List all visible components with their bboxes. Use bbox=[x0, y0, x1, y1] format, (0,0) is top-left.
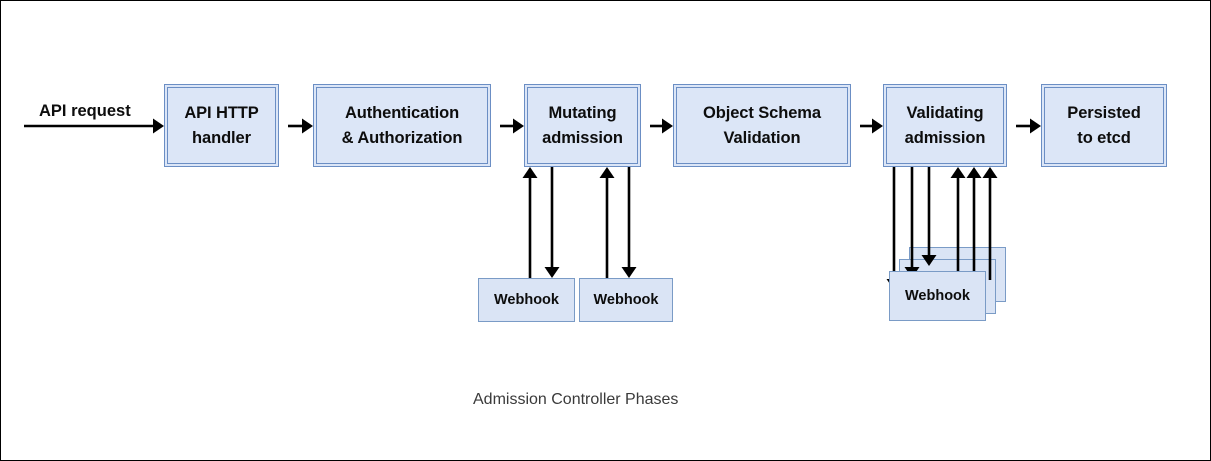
webhook-box-mutating-1[interactable]: Webhook bbox=[478, 278, 575, 322]
phase-box-inner: API HTTP handler bbox=[167, 87, 276, 164]
arrow-mutating-to-schema bbox=[650, 118, 673, 134]
phase-label-line-2: handler bbox=[192, 128, 251, 147]
phase-label-line-2: & Authorization bbox=[341, 128, 463, 147]
phase-box-inner: Persisted to etcd bbox=[1044, 87, 1164, 164]
phase-label-line-2: Validation bbox=[723, 128, 801, 147]
phase-box-inner: Validating admission bbox=[886, 87, 1004, 164]
arrow-schema-to-validating bbox=[860, 118, 883, 134]
phase-label-line-2: admission bbox=[904, 128, 986, 147]
arrow-mutating-webhook-1-request-down bbox=[544, 167, 560, 278]
phase-box-validating-admission[interactable]: Validating admission bbox=[883, 84, 1007, 167]
phase-label-line-2: admission bbox=[542, 128, 623, 147]
phase-box-authentication-authorization[interactable]: Authentication & Authorization bbox=[313, 84, 491, 167]
phase-box-inner: Mutating admission bbox=[527, 87, 638, 164]
webhook-box-mutating-2[interactable]: Webhook bbox=[579, 278, 673, 322]
arrow-mutating-webhook-1-response-up bbox=[522, 167, 538, 278]
arrow-auth-to-mutating bbox=[500, 118, 524, 134]
webhook-label: Webhook bbox=[494, 292, 559, 308]
phase-box-inner: Object Schema Validation bbox=[676, 87, 848, 164]
webhook-box-validating-front[interactable]: Webhook bbox=[889, 271, 986, 321]
phase-box-inner: Authentication & Authorization bbox=[316, 87, 488, 164]
phase-label-line-1: Validating bbox=[906, 103, 984, 122]
phase-box-persisted-to-etcd[interactable]: Persisted to etcd bbox=[1041, 84, 1167, 167]
arrow-validating-to-persisted bbox=[1016, 118, 1041, 134]
api-request-label: API request bbox=[39, 102, 131, 120]
arrow-handler-to-auth bbox=[288, 118, 313, 134]
phase-box-api-http-handler[interactable]: API HTTP handler bbox=[164, 84, 279, 167]
arrow-mutating-webhook-2-request-down bbox=[621, 167, 637, 278]
phase-label-line-1: Persisted bbox=[1067, 103, 1141, 122]
arrow-mutating-webhook-2-response-up bbox=[599, 167, 615, 278]
phase-box-object-schema-validation[interactable]: Object Schema Validation bbox=[673, 84, 851, 167]
phase-box-mutating-admission[interactable]: Mutating admission bbox=[524, 84, 641, 167]
phase-label-line-1: Object Schema bbox=[703, 103, 821, 122]
webhook-label: Webhook bbox=[593, 292, 659, 308]
diagram-caption: Admission Controller Phases bbox=[473, 391, 679, 408]
phase-label-line-1: API HTTP bbox=[184, 103, 259, 122]
phase-label-line-1: Mutating bbox=[548, 103, 617, 122]
phase-label-line-2: to etcd bbox=[1077, 128, 1131, 147]
webhook-label: Webhook bbox=[905, 288, 970, 304]
phase-label-line-1: Authentication bbox=[344, 103, 460, 122]
